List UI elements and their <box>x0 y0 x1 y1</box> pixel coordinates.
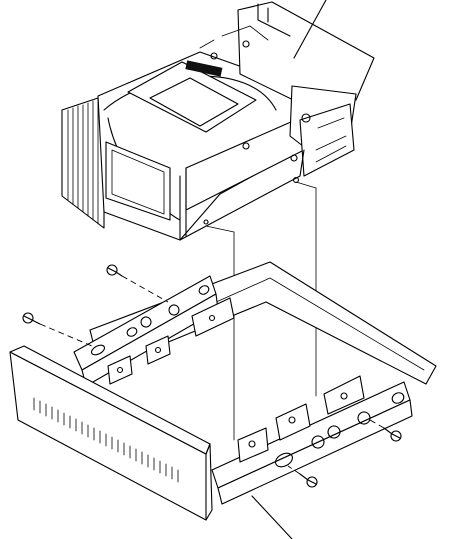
drive-rear-frame <box>199 1 375 225</box>
screw-lower-center-path <box>287 465 301 475</box>
bracket-faceplate <box>9 345 213 521</box>
screw-lower-center <box>299 473 318 488</box>
bracket-right-rail <box>211 375 413 505</box>
bracket-leader-line <box>251 495 293 539</box>
hard-disk-drive <box>61 1 375 241</box>
drive-label-plate <box>127 60 257 133</box>
drive-heatsink <box>61 95 105 229</box>
drive-leader-line <box>293 0 327 59</box>
screw-upper-left-path <box>121 275 169 303</box>
faceplate-vents <box>33 397 179 483</box>
screw-lower-right-path <box>369 419 385 429</box>
screw-upper-left <box>106 264 123 277</box>
screw-lower-left <box>22 312 41 325</box>
mounting-bracket <box>9 261 437 521</box>
screw-lower-left-path <box>39 323 93 347</box>
bracket-left-rail <box>73 275 235 387</box>
screw-lower-right <box>383 427 402 442</box>
